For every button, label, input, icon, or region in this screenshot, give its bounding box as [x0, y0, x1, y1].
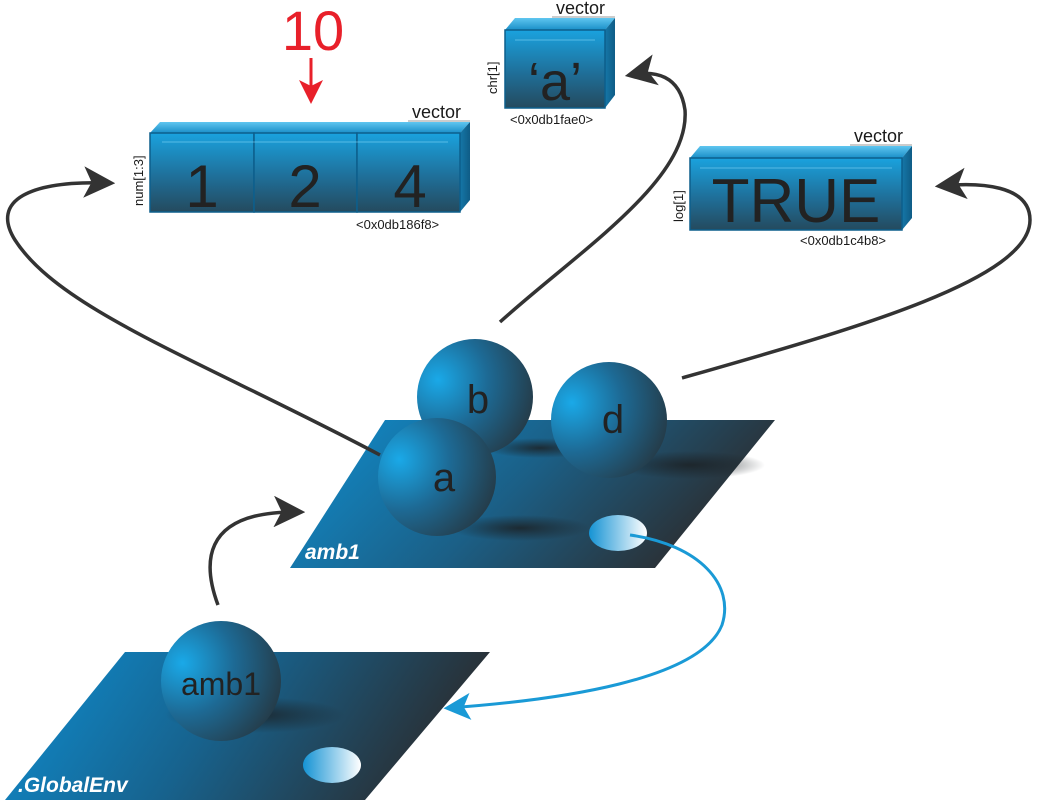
arrow-a-to-num-vector	[5, 166, 381, 457]
binding-amb1-label: amb1	[181, 666, 261, 702]
log-vector-box: TRUE	[689, 146, 912, 236]
num-cell-2: 2	[288, 153, 321, 220]
num-vector-dim-label: num[1:3]	[131, 155, 146, 206]
log-vector-value: TRUE	[712, 167, 881, 236]
arrow-amb1-to-env	[208, 495, 306, 606]
amb1-enclosure-oval	[589, 515, 647, 551]
binding-amb1-sphere: amb1	[161, 621, 281, 741]
arrow-enclosure-to-global	[443, 533, 727, 720]
binding-d-sphere: d	[551, 362, 667, 478]
binding-a-sphere: a	[378, 418, 496, 536]
binding-d-label: d	[602, 398, 624, 442]
binding-a-label: a	[433, 456, 456, 500]
num-vector-address: <0x0db186f8>	[356, 217, 439, 232]
num-cell-3: 4	[393, 153, 426, 220]
chr-vector-box: ‘a’	[504, 18, 615, 112]
num-vector-box: 1 2 4	[149, 122, 470, 220]
modified-value-annotation: 10	[282, 0, 344, 62]
arrow-b-to-chr-vector	[498, 54, 687, 324]
log-vector-dim-label: log[1]	[671, 190, 686, 222]
num-vector-type-label: vector	[412, 102, 461, 122]
amb1-env-label: amb1	[305, 541, 360, 564]
log-vector-type-label: vector	[854, 126, 903, 146]
num-cell-1: 1	[185, 153, 218, 220]
chr-vector-address: <0x0db1fae0>	[510, 112, 593, 127]
log-vector-address: <0x0db1c4b8>	[800, 233, 886, 248]
chr-vector-value: ‘a’	[528, 52, 582, 112]
chr-vector-type-label: vector	[556, 0, 605, 18]
binding-b-label: b	[467, 378, 489, 422]
amb1-env-plane: amb1	[290, 420, 775, 568]
global-env-label: .GlobalEnv	[18, 774, 129, 797]
chr-vector-dim-label: chr[1]	[485, 61, 500, 94]
global-env-enclosure-oval	[303, 747, 361, 783]
arrow-d-to-log-vector	[681, 167, 1032, 380]
